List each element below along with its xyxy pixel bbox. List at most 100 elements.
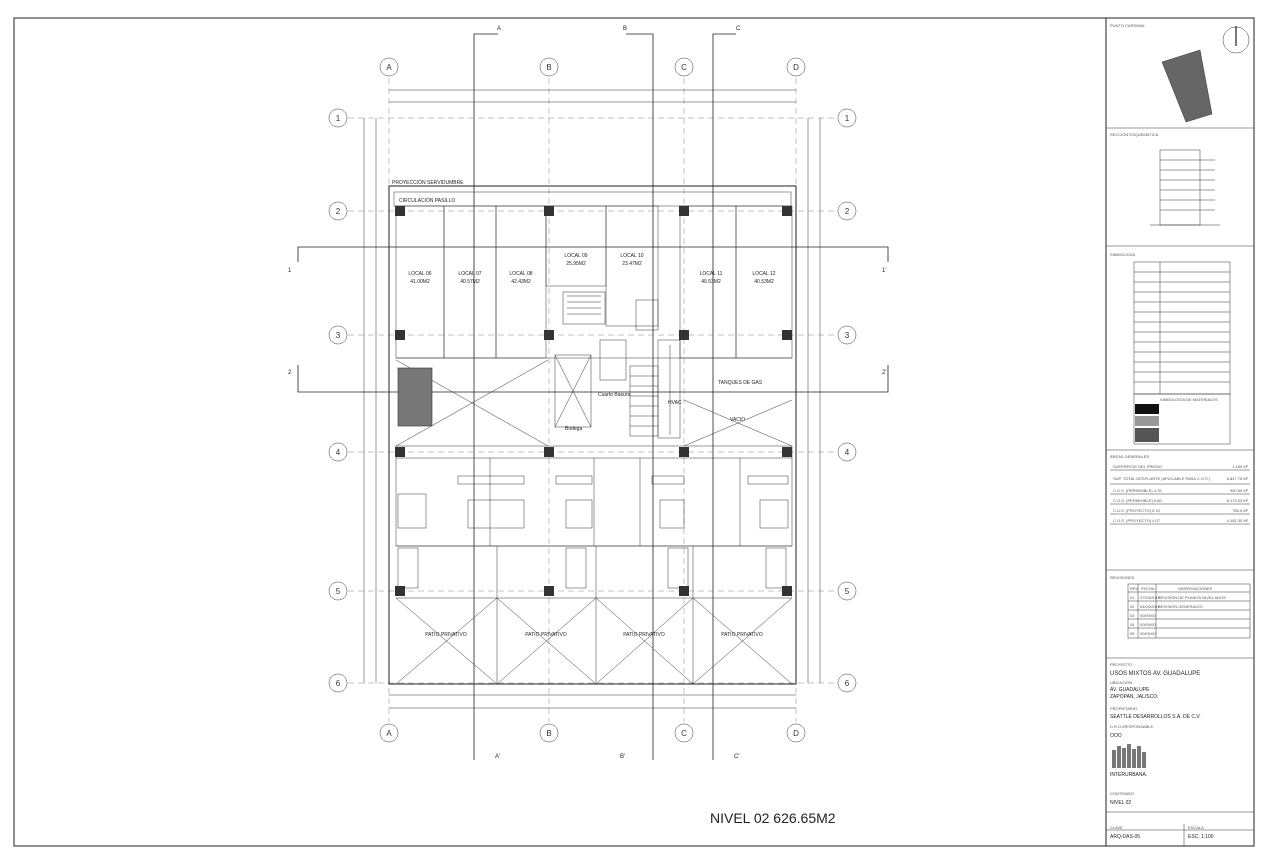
- patio-3-label: PATIO PRIVATIVO: [623, 632, 665, 638]
- section-label-left-2: 2: [288, 370, 292, 376]
- tanques-label: TANQUES DE GAS: [718, 380, 763, 386]
- area-0-value: 1,160 M²: [1232, 464, 1248, 469]
- propietario-value: SEATTLE DESARROLLOS S.A. DE C.V.: [1110, 714, 1201, 720]
- area-3-label: C.O.S. (PERMISIBLE) 0.80: [1113, 498, 1162, 503]
- responsable-value: OOO: [1110, 733, 1122, 739]
- material-swatch-solid: [1135, 404, 1159, 414]
- section-label-left-1: 1: [288, 268, 292, 274]
- rev-row-1-num: 02: [1130, 604, 1135, 609]
- ubicacion-line-1: AV. GUADALUPE: [1110, 687, 1150, 693]
- floor-plan: A B C A' B' C' 1 2 1' 2': [288, 26, 889, 826]
- rev-row-2-date: 00/00/00: [1140, 613, 1156, 618]
- simbologia-materiales-label: SIMBOLOGÍA DE MATERIALES: [1160, 397, 1218, 402]
- rev-row-1-date: 04/04/2019: [1140, 604, 1161, 609]
- areas-generales-label: ÁREAS GENERALES: [1110, 454, 1149, 459]
- circulacion-label: CIRCULACIÓN PASILLO: [399, 197, 455, 204]
- section-label-bottom-b: B': [620, 754, 625, 760]
- rev-row-0-obs: REVISIÓN DE PLANOS NIVEL ADOS: [1158, 595, 1226, 600]
- axis-bottom-c: C: [681, 729, 687, 738]
- axis-left-5: 5: [336, 587, 341, 596]
- material-swatch-dark: [1135, 428, 1159, 442]
- hatched-shaft: [397, 367, 433, 427]
- revisiones-label: REVISIONES: [1110, 575, 1135, 580]
- axis-left-2: 2: [336, 207, 341, 216]
- site-location-icon: [1161, 49, 1213, 123]
- local-07-area: 40.57M2: [460, 279, 480, 285]
- simbologia-label: SIMBOLOGÍA: [1110, 252, 1135, 257]
- axis-left-1: 1: [336, 114, 341, 123]
- clave-label: CLAVE: [1110, 825, 1123, 830]
- hvac-label: HVAC: [668, 400, 682, 406]
- axis-right-6: 6: [845, 679, 850, 688]
- area-4-label: C.U.S. (PROYECTO) 0.10: [1113, 508, 1161, 513]
- escala-value: ESC: 1:100: [1188, 834, 1214, 840]
- material-swatch-gray: [1135, 416, 1159, 426]
- rev-row-4-date: 00/00/00: [1140, 631, 1156, 636]
- patios: [395, 546, 793, 685]
- axis-top-b: B: [546, 63, 551, 72]
- rev-row-0-date: 27/03/2019: [1140, 595, 1161, 600]
- interurbana-logo: [1112, 744, 1146, 768]
- rev-header-obs: OBSERVACIONES: [1178, 586, 1213, 591]
- local-08-name: LOCAL 08: [509, 271, 532, 277]
- section-cuts: [297, 33, 889, 760]
- patio-2-label: PATIO PRIVATIVO: [525, 632, 567, 638]
- clave-value: ARQ-DAS-05: [1110, 834, 1140, 840]
- rev-row-4-num: 05: [1130, 631, 1135, 636]
- structural-columns: [395, 206, 792, 596]
- title-block-frame: [1105, 17, 1255, 847]
- area-2-value: 960.60 M²: [1230, 488, 1249, 493]
- axis-bottom-d: D: [793, 729, 799, 738]
- local-09-area: 25.95M2: [566, 261, 586, 267]
- contenido-label: CONTENIDO: [1110, 791, 1134, 796]
- section-label-right-2: 2': [882, 370, 886, 376]
- local-11-area: 40.53M2: [701, 279, 721, 285]
- rev-header-fecha: FECHA: [1141, 586, 1155, 591]
- sheet-border: [13, 17, 1255, 847]
- title-block: PUNTO CARDINAL SECCIÓN ESQUEMÁTICA SIMBO…: [1106, 23, 1254, 846]
- void-areas: [395, 359, 793, 447]
- local-08-area: 42.43M2: [511, 279, 531, 285]
- local-09-name: LOCAL 09: [564, 253, 587, 259]
- area-1-value: 6,847.76 M²: [1227, 476, 1249, 481]
- axis-right-2: 2: [845, 207, 850, 216]
- rev-row-0-num: 01: [1130, 595, 1135, 600]
- dimension-lines: [363, 89, 821, 709]
- axis-right-3: 3: [845, 331, 850, 340]
- locales-walls: [395, 205, 793, 359]
- section-label-top-a: A: [497, 26, 501, 32]
- rev-row-3-num: 04: [1130, 622, 1135, 627]
- area-5-label: C.O.S. (PROYECTO) 4.07: [1113, 518, 1161, 523]
- responsable-label: D.R.O./RESPONSABLE: [1110, 724, 1153, 729]
- grid-bubbles: [328, 57, 857, 743]
- section-label-top-b: B: [623, 26, 627, 32]
- section-label-bottom-c: C': [734, 754, 739, 760]
- escala-label: ESCALA: [1188, 825, 1204, 830]
- section-label-right-1: 1': [882, 268, 886, 274]
- axis-top-a: A: [386, 63, 392, 72]
- apartments: [395, 445, 793, 547]
- area-3-value: 8,173.03 M²: [1227, 498, 1249, 503]
- ubicacion-label: UBICACIÓN: [1110, 680, 1132, 685]
- area-4-value: 756.0 M²: [1232, 508, 1248, 513]
- axis-left-6: 6: [336, 679, 341, 688]
- patio-1-label: PATIO PRIVATIVO: [425, 632, 467, 638]
- section-label-top-c: C: [736, 26, 741, 32]
- cuarto-label: Cuarto Basura: [598, 392, 630, 398]
- axis-left-4: 4: [336, 448, 341, 457]
- local-12-area: 40.53M2: [754, 279, 774, 285]
- empresa-name: INTERURBANA.: [1110, 772, 1147, 778]
- vacio-label: VACIO: [730, 417, 745, 423]
- core-stairs: [554, 291, 681, 439]
- plan-title: NIVEL 02 626.65M2: [710, 810, 836, 826]
- proyecto-value: USOS MIXTOS AV. GUADALUPE: [1110, 671, 1200, 677]
- local-06-name: LOCAL 06: [408, 271, 431, 277]
- axis-bottom-a: A: [386, 729, 392, 738]
- area-1-label: SUP. TOTAL DESPLANTE (APLICABLE PARA C.O…: [1113, 476, 1211, 481]
- bodega-label: Bodega: [565, 426, 582, 432]
- schematic-section-icon: [1150, 149, 1220, 226]
- local-10-name: LOCAL 10: [620, 253, 643, 259]
- area-5-value: 4,181.30 M²: [1227, 518, 1249, 523]
- rev-header-rev: REV.: [1130, 586, 1139, 591]
